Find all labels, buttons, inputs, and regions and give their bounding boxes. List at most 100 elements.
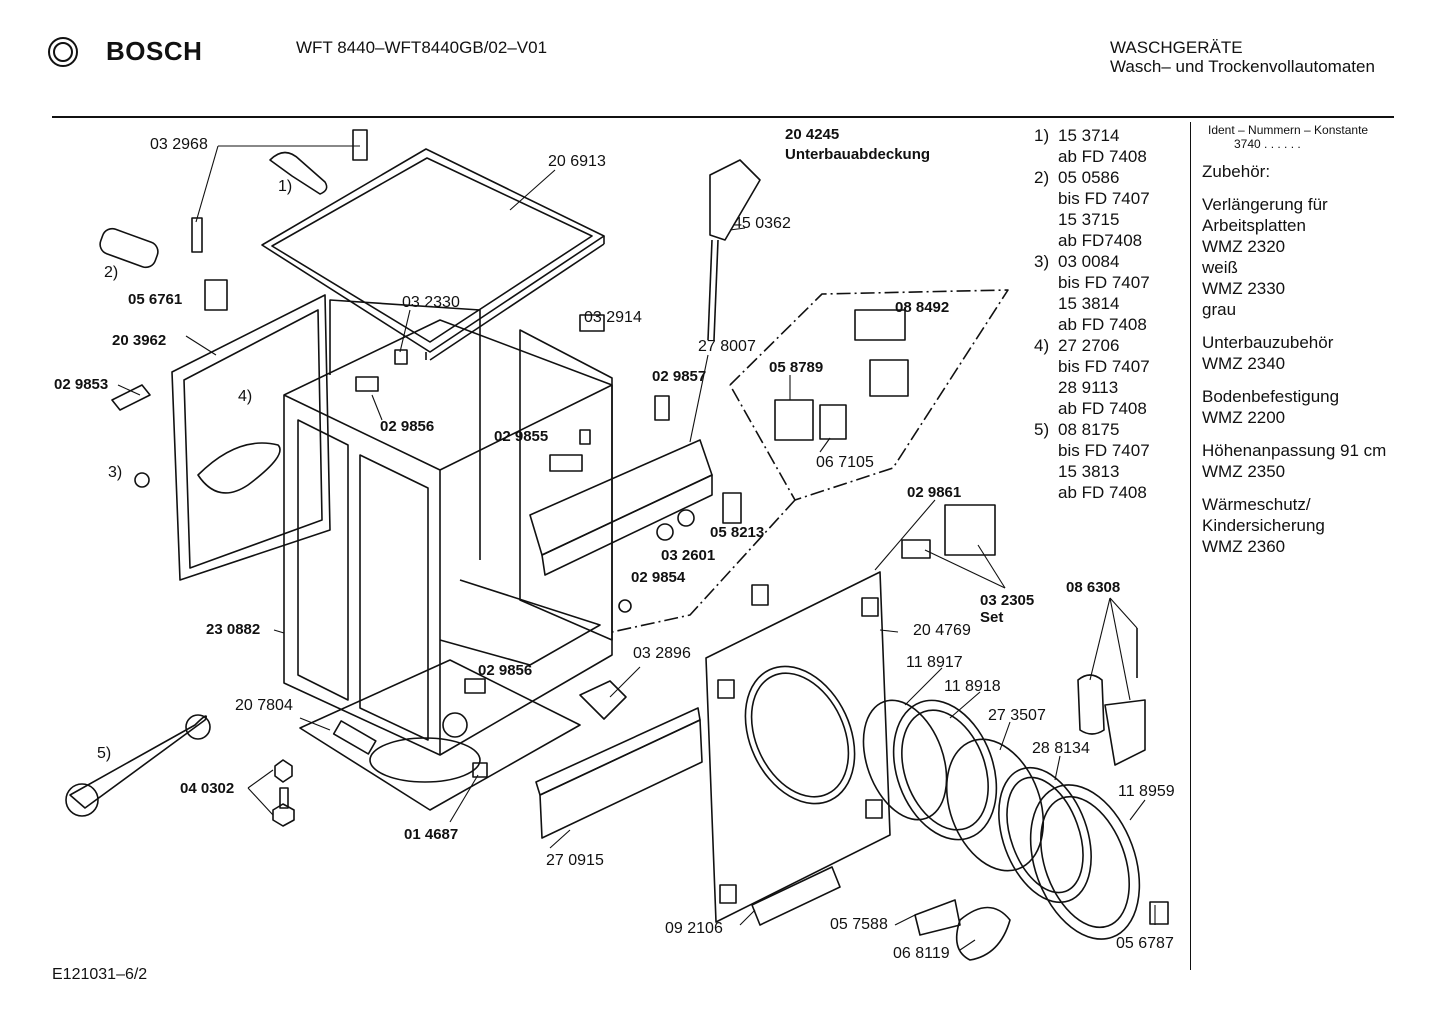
part-label: 02 9857: [652, 368, 707, 385]
accessory-line: Wärmeschutz/: [1202, 495, 1311, 514]
note-number: [1034, 314, 1058, 335]
note-number: 1): [1034, 126, 1050, 145]
part-label: 5): [97, 745, 112, 762]
note-text: ab FD7408: [1058, 231, 1143, 250]
control-panel-part: [529, 439, 713, 576]
part-label: 05 6761: [128, 291, 183, 308]
note-text: bis FD 7407: [1058, 273, 1150, 292]
note-text: 05 0586: [1058, 168, 1120, 187]
note-number: [1034, 272, 1058, 293]
note-number: [1034, 482, 1058, 503]
category-subtitle: Wasch– und Trockenvollautomaten: [1110, 57, 1375, 76]
part-label: 08 8492: [895, 299, 950, 316]
note-number: 5): [1034, 420, 1050, 439]
part-label: 11 8918: [944, 678, 1001, 695]
part-label: 08 6308: [1066, 579, 1121, 596]
note-number: [1034, 209, 1058, 230]
part-label: 05 6787: [1116, 935, 1174, 952]
note-number: [1034, 293, 1058, 314]
part-label: 20 6913: [548, 153, 606, 170]
group-spacer: [1202, 182, 1386, 194]
cabinet-frame-part: [283, 299, 613, 756]
door-ring-parts: [862, 699, 1141, 940]
power-cord-part: [707, 159, 761, 341]
note-text: 27 2706: [1058, 336, 1120, 355]
note-number: [1034, 377, 1058, 398]
product-category: WASCHGERÄTE Wasch– und Trockenvollautoma…: [1110, 38, 1375, 76]
accessory-line: WMZ 2200: [1202, 408, 1286, 427]
brand-logo: BOSCH: [48, 36, 202, 67]
category-title: WASCHGERÄTE: [1110, 38, 1243, 57]
part-label: 06 7105: [816, 454, 874, 471]
ident-heading: Ident – Nummern – Konstante: [1208, 123, 1369, 137]
leader-lines: [117, 145, 1156, 951]
part-label: 05 7588: [830, 916, 888, 933]
accessory-line: Verlängerung für: [1202, 195, 1328, 214]
accessory-line: Arbeitsplatten: [1202, 216, 1306, 235]
part-label: 4): [238, 388, 253, 405]
note-text: ab FD 7408: [1058, 315, 1147, 334]
part-label: 01 4687: [404, 826, 459, 843]
part-label: 03 2330: [402, 294, 460, 311]
note-line: 15 3715: [1034, 209, 1150, 230]
note-text: ab FD 7408: [1058, 147, 1147, 166]
note-number: [1034, 356, 1058, 377]
part-label: 27 3507: [988, 707, 1046, 724]
small-parts: [99, 129, 1169, 961]
rear-panel-part: [171, 294, 331, 581]
accessory-line: Unterbauzubehör: [1202, 333, 1334, 352]
note-number: 2): [1034, 168, 1050, 187]
part-label: 27 0915: [546, 852, 604, 869]
note-line: ab FD 7408: [1034, 314, 1150, 335]
part-label: 27 8007: [698, 338, 756, 355]
part-label: 03 2914: [584, 309, 642, 326]
accessory-line: weiß: [1202, 258, 1238, 277]
brand-name: BOSCH: [106, 36, 203, 66]
part-label: 11 8959: [1118, 783, 1175, 800]
part-label: Unterbauabdeckung: [785, 146, 931, 163]
note-line: 15 3814: [1034, 293, 1150, 314]
note-text: 15 3714: [1058, 126, 1120, 145]
part-label: 2): [104, 264, 119, 281]
note-text: 15 3814: [1058, 294, 1120, 313]
part-label: 02 9855: [494, 428, 549, 445]
group-spacer: [1202, 374, 1386, 386]
accessory-line: Höhenanpassung 91 cm: [1202, 441, 1387, 460]
note-text: 03 0084: [1058, 252, 1120, 271]
note-line: bis FD 7407: [1034, 272, 1150, 293]
part-label: 11 8917: [906, 654, 963, 671]
part-label: 09 2106: [665, 920, 723, 937]
note-number: 4): [1034, 336, 1050, 355]
note-number: [1034, 398, 1058, 419]
accessories-sidebar: Ident – Nummern – Konstante 3740 . . . .…: [1202, 123, 1386, 557]
note-line: 2) 05 0586: [1034, 167, 1150, 188]
accessory-line: WMZ 2340: [1202, 354, 1286, 373]
part-label: 20 3962: [112, 332, 167, 349]
part-label: 23 0882: [206, 621, 261, 638]
part-label: 45 0362: [733, 215, 791, 232]
part-label: Set: [980, 609, 1004, 626]
note-text: 28 9113: [1058, 378, 1119, 397]
accessory-line: WMZ 2360: [1202, 537, 1286, 556]
part-label: 05 8213: [710, 524, 765, 541]
part-label: 02 9856: [478, 662, 533, 679]
note-text: bis FD 7407: [1058, 189, 1150, 208]
version-notes: 1) 15 3714 ab FD 7408 2) 05 0586 bis FD 7407 1…: [1034, 125, 1150, 503]
model-number: WFT 8440–WFT8440GB/02–V01: [296, 38, 548, 57]
accessory-line: WMZ 2350: [1202, 462, 1286, 481]
note-text: 15 3715: [1058, 210, 1120, 229]
accessory-line: grau: [1202, 300, 1237, 319]
part-label: 02 9853: [54, 376, 109, 393]
note-line: ab FD 7408: [1034, 146, 1150, 167]
part-label: 03 2968: [150, 136, 208, 153]
note-line: bis FD 7407: [1034, 356, 1150, 377]
note-text: 15 3813: [1058, 462, 1120, 481]
accessories-title: Zubehör:: [1202, 162, 1271, 181]
bolt-part: [272, 759, 295, 827]
part-label: 06 8119: [893, 945, 950, 962]
group-spacer: [1202, 320, 1386, 332]
note-text: 08 8175: [1058, 420, 1120, 439]
note-text: ab FD 7408: [1058, 483, 1147, 502]
